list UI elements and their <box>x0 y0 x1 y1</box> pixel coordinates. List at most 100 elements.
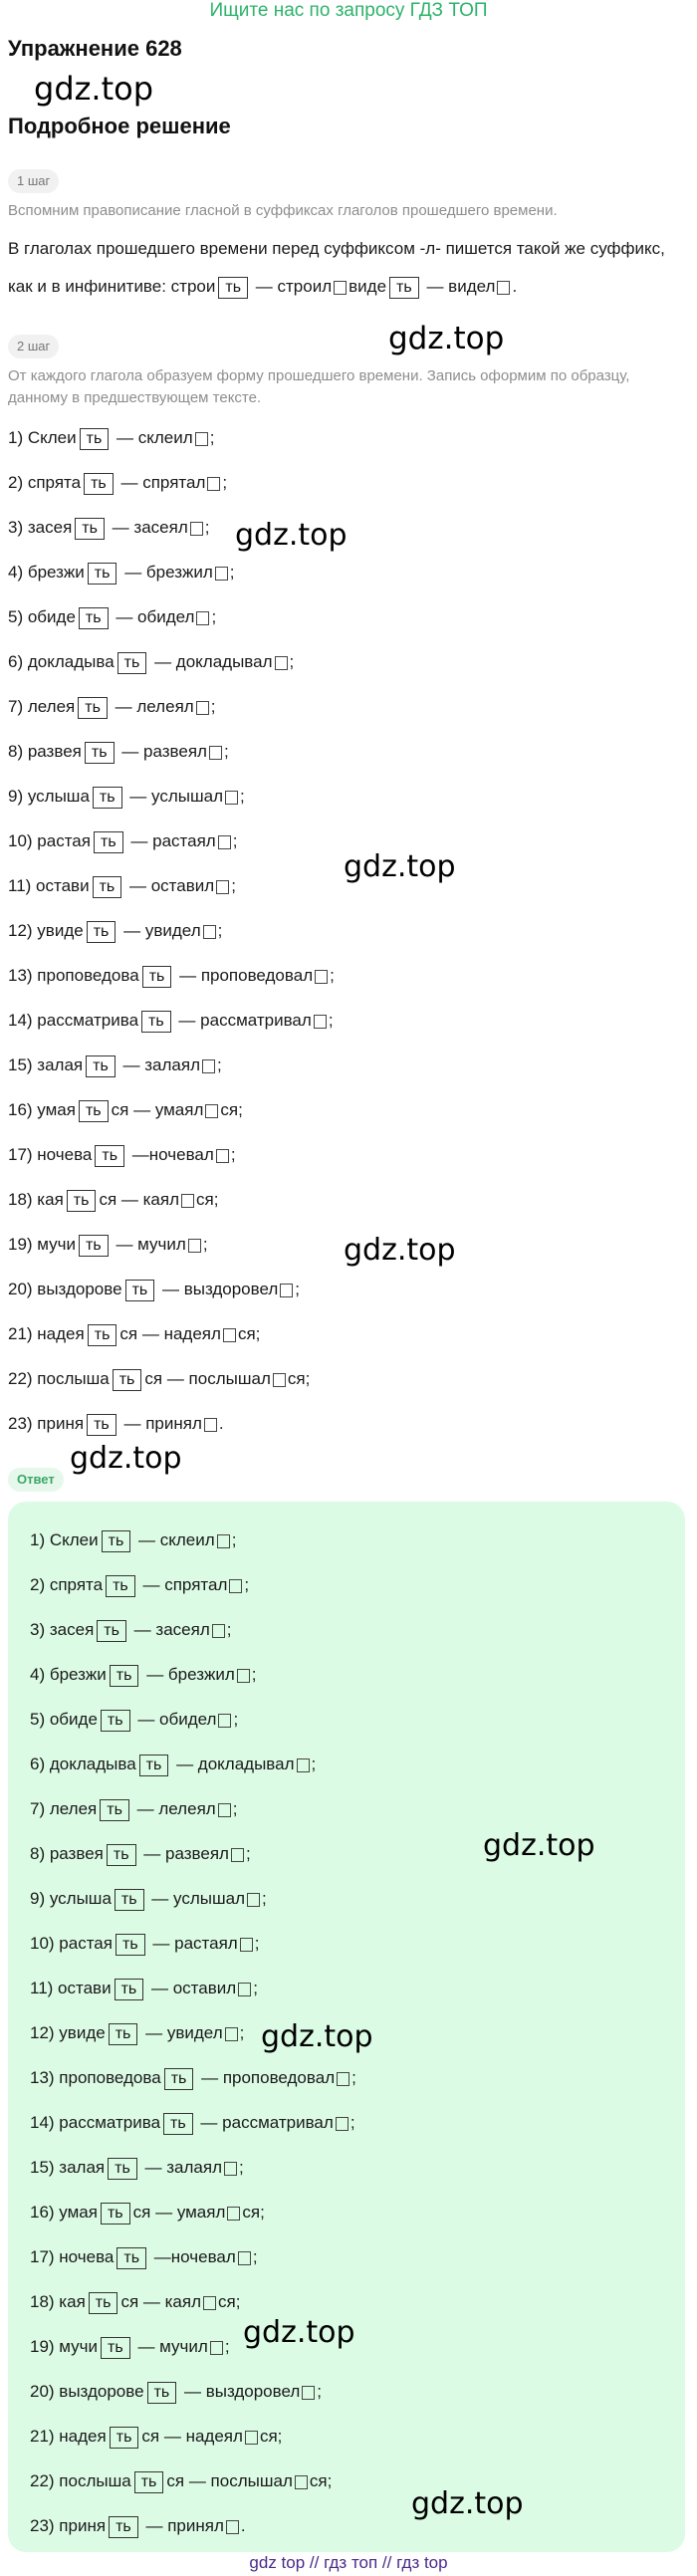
item-number: 15) <box>8 1055 38 1074</box>
vowel-mark: а <box>100 1369 110 1388</box>
vowel-mark: я <box>182 1414 192 1433</box>
suffix-l: л <box>184 607 195 626</box>
punctuation: ; <box>327 2471 333 2490</box>
dash: — <box>124 787 152 806</box>
punctuation: ; <box>251 1665 257 1684</box>
past-stem: послыш <box>188 1369 252 1388</box>
vowel-mark: я <box>88 1799 98 1818</box>
suffix-l: л <box>195 473 206 492</box>
step-badge: 2 шаг <box>8 335 60 358</box>
vowel-mark: а <box>203 787 214 806</box>
verb-stem: засе <box>49 1620 86 1639</box>
past-stem: ночев <box>148 1145 195 1164</box>
rule-intro: В глаголах прошедшего времени перед суфф… <box>8 239 665 296</box>
punctuation: ; <box>232 1799 238 1818</box>
dash: — <box>111 1235 138 1254</box>
suffix-l: л <box>204 1530 215 1549</box>
suffix-l: л <box>303 966 314 985</box>
dash: — <box>110 697 137 716</box>
vowel-mark: я <box>190 1620 200 1639</box>
past-stem: докладыв <box>175 652 254 671</box>
reflexive-suffix: ся <box>166 2471 185 2490</box>
suffix-box: ть <box>75 517 105 540</box>
past-stem: остав <box>172 1979 217 1997</box>
verb-stem: зала <box>37 1055 74 1074</box>
suffix-l: л <box>183 697 194 716</box>
suffix-box: ть <box>92 875 122 898</box>
punctuation: ; <box>239 2023 245 2042</box>
ending-square <box>224 2026 238 2041</box>
suffix-l: л <box>206 1710 217 1729</box>
punctuation: ; <box>260 2203 265 2222</box>
past-stem: засе <box>155 1620 191 1639</box>
dash: — <box>138 2292 165 2311</box>
item-number: 11) <box>30 1979 59 1997</box>
punctuation: ; <box>232 831 238 850</box>
dash: — <box>107 518 134 537</box>
reflexive-suffix: ся <box>259 2427 278 2446</box>
suffix-l: л <box>202 563 213 582</box>
reflexive-suffix: ся <box>144 1369 163 1388</box>
suffix-l: л <box>235 1889 246 1908</box>
punctuation: ; <box>252 2247 258 2266</box>
verb-stem: засе <box>27 518 64 537</box>
vowel-mark: а <box>225 1889 236 1908</box>
suffix-l: л <box>213 2516 224 2535</box>
item-number: 1) <box>30 1530 50 1549</box>
vowel-mark: а <box>71 473 82 492</box>
suffix-l: л <box>211 1324 221 1343</box>
item-number: 7) <box>8 697 28 716</box>
past-stem: скле <box>159 1530 196 1549</box>
suffix-l: л <box>227 1934 238 1953</box>
dash: — <box>140 2516 168 2535</box>
suffix-l: л <box>182 428 193 447</box>
past-stem: зала <box>144 1055 181 1074</box>
item-number: 20) <box>30 2382 60 2401</box>
item-number: 13) <box>8 966 38 985</box>
past-stem: увид <box>166 2023 204 2042</box>
item-number: 17) <box>30 2247 60 2266</box>
suffix-box: ть <box>86 920 116 943</box>
past-stem: прин <box>167 2516 205 2535</box>
punctuation: ; <box>244 1575 250 1594</box>
dash: — <box>128 1100 155 1119</box>
punctuation: ; <box>217 921 223 940</box>
verb-stem: ночев <box>37 1145 83 1164</box>
answer-badge: Ответ <box>8 1468 64 1492</box>
verb-stem: ночев <box>59 2247 105 2266</box>
ending-square <box>272 1372 286 1387</box>
ending-square <box>274 655 288 670</box>
vowel-mark: я <box>85 1620 95 1639</box>
suffix-l: л <box>260 1369 271 1388</box>
reflexive-suffix: ся <box>287 1369 306 1388</box>
past-stem: наде <box>185 2427 224 2446</box>
reflexive-suffix: ся <box>220 1100 239 1119</box>
item-number: 4) <box>8 563 28 582</box>
item-number: 9) <box>30 1889 50 1908</box>
past-stem: услыш <box>173 1889 226 1908</box>
vowel-mark: я <box>95 2158 106 2177</box>
vowel-mark: е <box>281 2382 291 2401</box>
vowel-mark: и <box>97 1665 107 1684</box>
suffix-l: л <box>204 876 215 895</box>
search-banner[interactable]: Ищите нас по запросу ГДЗ ТОП <box>209 0 488 21</box>
dash: — <box>147 1934 175 1953</box>
vowel-mark: е <box>175 607 185 626</box>
suffix-l: л <box>190 921 201 940</box>
vowel-mark: е <box>88 1710 98 1729</box>
item-number: 23) <box>8 1414 38 1433</box>
suffix-l: л <box>217 1575 228 1594</box>
dash: — <box>116 473 143 492</box>
past-stem: обид <box>137 607 176 626</box>
footer-links[interactable]: gdz top // гдз топ // гдз top <box>249 2553 448 2572</box>
past-stem: засе <box>133 518 169 537</box>
